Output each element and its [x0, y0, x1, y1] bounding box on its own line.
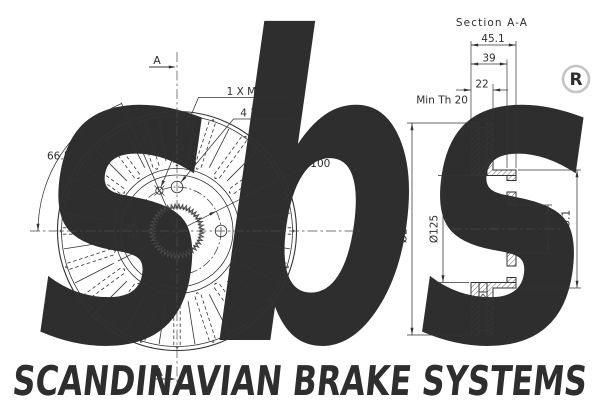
- dim-outer-diameter: Ø235: [398, 215, 410, 243]
- section-cut-marker-top: A: [153, 54, 161, 67]
- label-wheel-bolt-holes: 4 X Ø13.1: [240, 108, 292, 120]
- dim-hat-depth: 39: [482, 53, 495, 65]
- section-title: Section A-A: [456, 17, 528, 29]
- section-view: [407, 41, 581, 336]
- watermark-banner: SCANDINAVIAN BRAKE SYSTEMS: [10, 357, 589, 400]
- label-set-screw-hole: 1 X M8x1.25: [227, 86, 293, 98]
- section-cut-marker-bottom: A: [155, 366, 163, 379]
- annotation-labels: Section A-A 45.1 39 22 Min Th 20 Ø235 Ø1…: [47, 17, 573, 379]
- registered-trademark-letter: R: [569, 70, 582, 90]
- front-view: [30, 52, 362, 386]
- label-bolt-circle-diameter: Ø100: [302, 158, 330, 170]
- dim-hat-diameter: Ø135.1: [561, 210, 573, 248]
- dim-disc-thickness: 22: [475, 79, 488, 91]
- label-set-screw-angle: 66.5°: [47, 151, 76, 163]
- dim-friction-inner-diameter: Ø125: [429, 215, 441, 243]
- registered-trademark-icon: R: [561, 64, 591, 94]
- watermark-layer: sbs R SCANDINAVIAN BRAKE SYSTEMS: [8, 0, 600, 400]
- dim-min-thickness: Min Th 20: [416, 95, 468, 107]
- watermark-sbs-logo: sbs: [8, 0, 600, 400]
- dim-overall-width: 45.1: [481, 33, 504, 45]
- dim-center-bore-diameter: Ø55: [532, 218, 544, 240]
